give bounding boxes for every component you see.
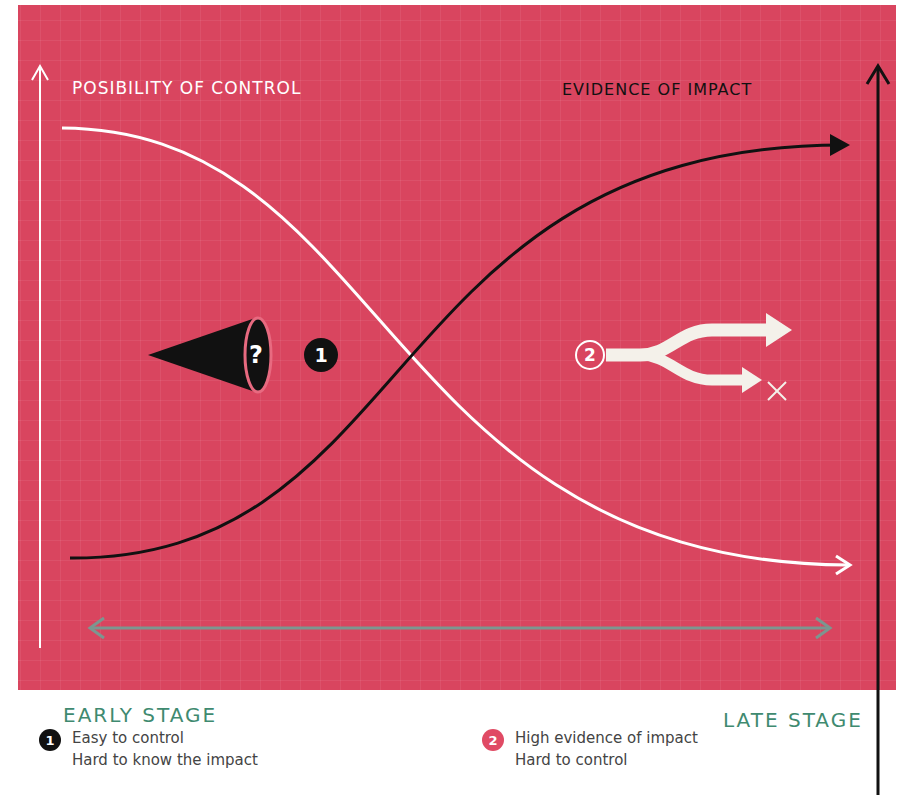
cross-mark — [768, 382, 786, 400]
stage-arrowhead — [816, 618, 830, 638]
control-curve — [62, 128, 848, 565]
legend-text: High evidence of impact — [515, 729, 698, 747]
grid — [18, 5, 896, 690]
callout-number: 1 — [39, 729, 61, 751]
split-arrowhead — [766, 313, 792, 347]
question-mark: ? — [249, 341, 263, 369]
legend-text: Easy to control — [72, 729, 184, 747]
axis-label: POSIBILITY OF CONTROL — [72, 78, 301, 98]
axis-arrowhead — [32, 66, 48, 80]
legend-text: Hard to control — [515, 751, 628, 769]
callout-number: 1 — [304, 338, 338, 372]
split-arrowhead — [742, 367, 762, 393]
right-axis — [877, 68, 880, 795]
curve-arrowhead — [830, 134, 850, 156]
callout-number-text: 2 — [584, 347, 596, 364]
split-arrow — [606, 330, 770, 355]
background-panel — [18, 5, 896, 690]
split-arrow — [640, 355, 745, 380]
callout-number-text: 1 — [314, 346, 327, 365]
impact-curve — [70, 145, 843, 558]
question-cone: ? — [145, 315, 275, 395]
stage-arrowhead — [90, 618, 104, 638]
axis-arrowhead — [867, 66, 889, 84]
callout-number: 2 — [482, 729, 504, 751]
curve-arrowhead — [836, 556, 850, 574]
callout-number-text: 2 — [488, 734, 497, 747]
left-axis — [39, 68, 41, 648]
axis-label: EVIDENCE OF IMPACT — [562, 80, 752, 99]
cross-mark — [768, 382, 786, 400]
callout-number: 2 — [575, 340, 605, 370]
stage-label: EARLY STAGE — [63, 703, 217, 727]
stage-arrow — [92, 627, 828, 630]
legend-text: Hard to know the impact — [72, 751, 258, 769]
callout-number-text: 1 — [45, 734, 54, 747]
stage-label: LATE STAGE — [723, 708, 863, 732]
